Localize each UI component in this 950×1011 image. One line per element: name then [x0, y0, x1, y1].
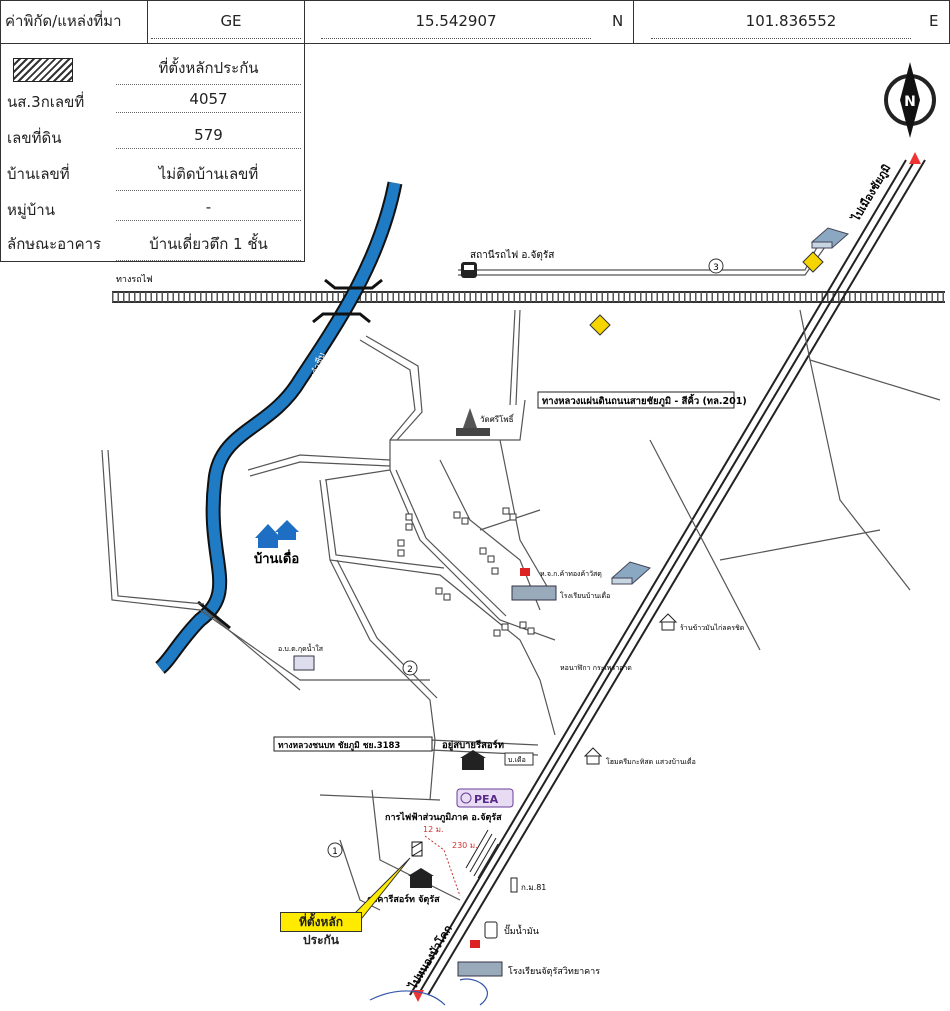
- info-row: นส.3กเลขที่ 4057: [1, 84, 304, 120]
- train-icon: [461, 262, 477, 278]
- info-label: นส.3กเลขที่: [7, 93, 85, 111]
- source-value: GE: [220, 12, 242, 30]
- gas-label: ปั๊มน้ำมัน: [504, 924, 539, 937]
- north-arrow-icon: N: [884, 62, 936, 138]
- coop-label: ห.จ.ก.ค้าทองค้าวัสดุ: [540, 570, 602, 578]
- school-chaturat-label: โรงเรียนจัตุรัสวิทยาคาร: [508, 966, 600, 977]
- house-icon: [583, 747, 603, 765]
- resort-icon: [408, 868, 434, 888]
- flag-icon: [520, 568, 530, 576]
- rice-mill-label: ร้านข้าวมันไก่ลครชิด: [680, 623, 744, 632]
- railway-label: ทางรถไฟ: [116, 274, 153, 285]
- info-value: ไม่ติดบ้านเลขที่: [116, 162, 301, 191]
- latitude-dir: N: [612, 12, 624, 30]
- info-row: บ้านเลขที่ ไม่ติดบ้านเลขที่: [1, 156, 304, 192]
- info-label: หมู่บ้าน: [7, 201, 55, 219]
- gas-station-icon: [484, 921, 498, 939]
- river: [156, 181, 401, 673]
- route-2-marker: 2: [407, 665, 413, 675]
- pea-logo-text: PEA: [474, 793, 499, 806]
- highway-201: [409, 159, 926, 996]
- village-house-icon: [255, 520, 299, 548]
- info-row: หมู่บ้าน -: [1, 192, 304, 228]
- tambon-office-icon: [293, 655, 315, 671]
- pea-logo: [456, 788, 514, 808]
- home-shop-label: โฮมครีมกะทิสด แสวงบ้านเดื่อ: [606, 757, 696, 766]
- info-value: 579: [116, 126, 301, 149]
- collateral-callout: ที่ตั้งหลักประกัน: [280, 912, 362, 947]
- source-label: ค่าพิกัด/แหล่งที่มา: [5, 12, 122, 30]
- rural-road-label: ทางหลวงชนบท ชัยภูมิ ชย.3183: [278, 740, 400, 751]
- route-3-marker: 3: [713, 263, 719, 273]
- flag-icon: [470, 940, 480, 948]
- pea-office-label: การไฟฟ้าส่วนภูมิภาค อ.จัตุรัส: [385, 811, 502, 823]
- hatch-legend-swatch: [13, 58, 73, 82]
- dorm-label: หอนาฬิกา กระเพราอาด: [560, 664, 632, 672]
- arrow-north-icon: [909, 152, 921, 164]
- info-row: ลักษณะอาคาร บ้านเดี่ยวตึก 1 ชั้น: [1, 226, 304, 262]
- to-chaiyaphum-label: ไปเมืองชัยภูมิ: [848, 162, 895, 226]
- km-post-icon: [510, 877, 518, 893]
- building-icon: [460, 750, 486, 770]
- info-row: เลขที่ดิน 579: [1, 120, 304, 156]
- school-icon: [511, 585, 557, 601]
- station-label: สถานีรถไฟ อ.จัตุรัส: [470, 249, 554, 261]
- house-icon: [658, 613, 678, 631]
- km-label: ก.ม.81: [521, 883, 546, 892]
- mart-box: [504, 752, 534, 766]
- warehouse-icon: [610, 561, 652, 585]
- longitude-dir: E: [929, 12, 939, 30]
- highway-201-box: [537, 391, 735, 409]
- railway: [112, 291, 945, 303]
- warning-sign-icon: [802, 251, 824, 273]
- building-markers: [397, 507, 535, 637]
- school-icon: [457, 961, 503, 977]
- rural-road-box: [273, 736, 433, 752]
- warehouse-icon: [810, 227, 850, 249]
- village-label: บ้านเดื่อ: [254, 549, 299, 567]
- mart-label: บ.เดือ: [508, 756, 526, 764]
- info-value: บ้านเดี่ยวตึก 1 ชั้น: [116, 232, 301, 261]
- property-parcel: [411, 841, 423, 857]
- distance-12-label: 12 ม.: [423, 825, 444, 834]
- tambon-office-label: อ.บ.ต.กุดน้ำใส: [278, 642, 324, 653]
- coordinate-header: ค่าพิกัด/แหล่งที่มา GE 15.542907 N 101.8…: [0, 0, 950, 44]
- warning-sign-icon: [589, 314, 611, 336]
- hatched-zone: [465, 829, 499, 879]
- info-label: เลขที่ดิน: [7, 129, 62, 147]
- north-label: N: [904, 94, 916, 110]
- distance-230-label: 230 ม.: [452, 841, 478, 850]
- apartment-label: อยู่สบายรีสอร์ท: [442, 739, 504, 752]
- route-1-marker: 1: [332, 847, 338, 857]
- local-roads: [101, 309, 941, 911]
- info-value: 4057: [116, 90, 301, 113]
- longitude-value: 101.836552: [745, 12, 837, 30]
- school-ban-duea-label: โรงเรียนบ้านเดื่อ: [560, 591, 610, 600]
- river-outline: [154, 181, 403, 674]
- resort-label: คงคารีสอร์ท จัตุรัส: [367, 893, 440, 905]
- temple-label: วัดศรีโพธิ์: [480, 413, 515, 424]
- info-label: ลักษณะอาคาร: [7, 235, 102, 253]
- highway-201-label: ทางหลวงแผ่นดินถนนสายชัยภูมิ - สีคิ้ว (ทล…: [542, 393, 747, 408]
- to-nongbua-label: ไปหนองบัวโคก: [405, 922, 455, 993]
- latitude-value: 15.542907: [415, 12, 497, 30]
- legend-title: ที่ตั้งหลักประกัน: [116, 56, 301, 85]
- info-value: -: [116, 198, 301, 221]
- info-label: บ้านเลขที่: [7, 165, 70, 183]
- callout-pointer: [348, 857, 411, 919]
- property-info-table: ที่ตั้งหลักประกัน นส.3กเลขที่ 4057 เลขที…: [0, 44, 305, 262]
- temple-icon: [456, 408, 490, 436]
